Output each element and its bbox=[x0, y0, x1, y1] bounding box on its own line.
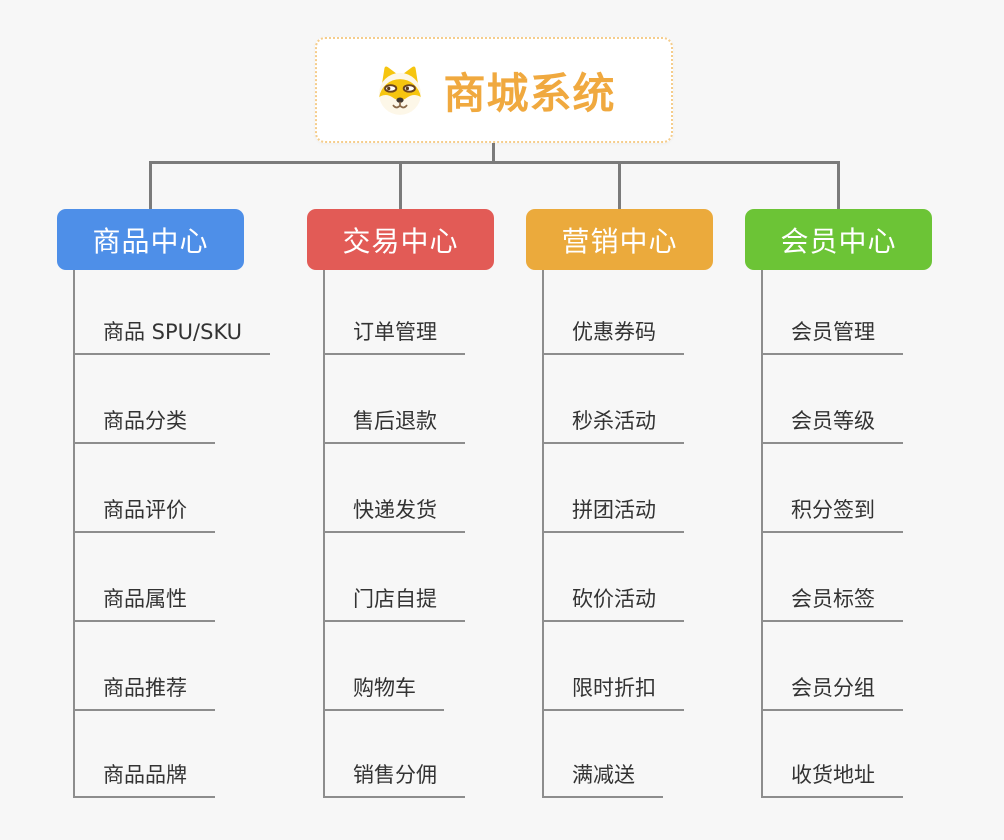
branch-item[interactable]: 商品品牌 bbox=[73, 758, 215, 798]
branch-marketing-center: 营销中心 优惠券码 秒杀活动 拼团活动 砍价活动 限时折扣 满减送 bbox=[526, 209, 776, 809]
branch-item[interactable]: 商品评价 bbox=[73, 493, 215, 533]
root-node[interactable]: 商城系统 bbox=[315, 37, 673, 143]
branch-item[interactable]: 拼团活动 bbox=[542, 493, 684, 533]
branch-item[interactable]: 商品 SPU/SKU bbox=[73, 315, 271, 355]
branch-trunk-line bbox=[542, 270, 544, 798]
branch-item[interactable]: 销售分佣 bbox=[323, 758, 465, 798]
branch-item[interactable]: 秒杀活动 bbox=[542, 404, 684, 444]
dog-face-icon bbox=[372, 64, 428, 116]
drop-line bbox=[399, 161, 402, 210]
branch-item[interactable]: 会员标签 bbox=[761, 582, 903, 622]
branch-product-center: 商品中心 商品 SPU/SKU 商品分类 商品评价 商品属性 商品推荐 商品品牌 bbox=[57, 209, 307, 809]
root-title: 商城系统 bbox=[443, 68, 616, 118]
branch-item[interactable]: 商品推荐 bbox=[73, 671, 215, 711]
branch-item[interactable]: 砍价活动 bbox=[542, 582, 684, 622]
root-stem-line bbox=[492, 142, 495, 164]
branch-trunk-line bbox=[761, 270, 763, 798]
drop-line bbox=[837, 161, 840, 210]
branch-item[interactable]: 商品属性 bbox=[73, 582, 215, 622]
branch-item[interactable]: 购物车 bbox=[323, 671, 444, 711]
drop-line bbox=[149, 161, 152, 210]
branch-item[interactable]: 会员等级 bbox=[761, 404, 903, 444]
branch-header[interactable]: 交易中心 bbox=[307, 209, 494, 270]
branch-trade-center: 交易中心 订单管理 售后退款 快递发货 门店自提 购物车 销售分佣 bbox=[307, 209, 557, 809]
branch-item[interactable]: 快递发货 bbox=[323, 493, 465, 533]
branch-item[interactable]: 积分签到 bbox=[761, 493, 903, 533]
branch-item[interactable]: 会员分组 bbox=[761, 671, 903, 711]
branch-item[interactable]: 门店自提 bbox=[323, 582, 465, 622]
branch-item[interactable]: 售后退款 bbox=[323, 404, 465, 444]
branch-trunk-line bbox=[323, 270, 325, 798]
branch-item[interactable]: 满减送 bbox=[542, 758, 663, 798]
branch-item[interactable]: 商品分类 bbox=[73, 404, 215, 444]
branch-item[interactable]: 限时折扣 bbox=[542, 671, 684, 711]
branch-item[interactable]: 收货地址 bbox=[761, 758, 903, 798]
branch-bus-line bbox=[149, 161, 840, 164]
branch-item[interactable]: 订单管理 bbox=[323, 315, 465, 355]
branch-item[interactable]: 优惠券码 bbox=[542, 315, 684, 355]
branch-member-center: 会员中心 会员管理 会员等级 积分签到 会员标签 会员分组 收货地址 bbox=[745, 209, 995, 809]
branch-header[interactable]: 会员中心 bbox=[745, 209, 932, 270]
branch-trunk-line bbox=[73, 270, 75, 798]
drop-line bbox=[618, 161, 621, 210]
branch-header[interactable]: 营销中心 bbox=[526, 209, 713, 270]
branch-header[interactable]: 商品中心 bbox=[57, 209, 244, 270]
branch-item[interactable]: 会员管理 bbox=[761, 315, 903, 355]
